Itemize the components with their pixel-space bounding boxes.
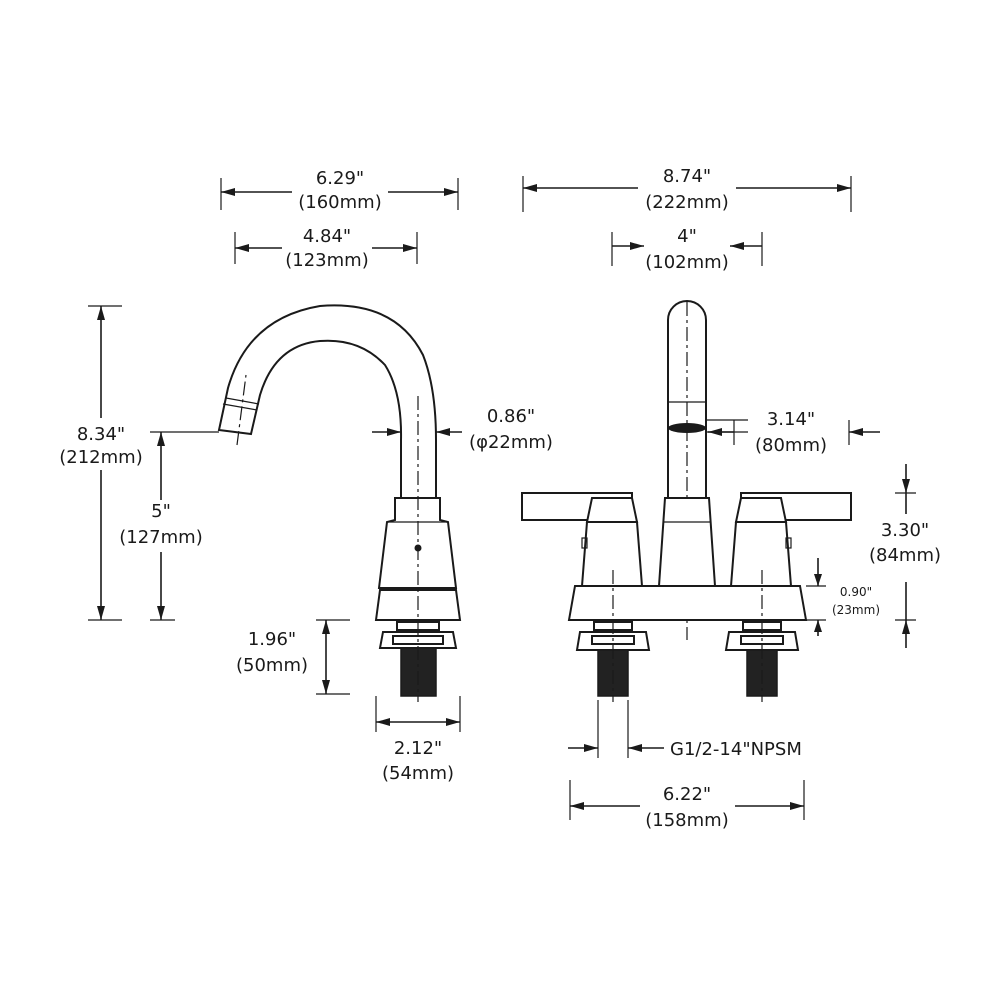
base-width-mm-label: (54mm) [382, 763, 454, 784]
handles-front [521, 492, 852, 523]
dim-base-width: 2.12" (54mm) [375, 696, 461, 784]
deck-height-in-label: 0.90" [840, 585, 872, 599]
spout-offset-in-label: 4" [677, 226, 697, 247]
center-spacing-in-label: 6.22" [663, 784, 711, 805]
dim-spout-offset: 4" (102mm) [611, 226, 763, 273]
dim-handle-offset: 3.14" (80mm) [706, 409, 880, 456]
spout-height-mm-label: (127mm) [119, 527, 202, 548]
front-width-in-label: 8.74" [663, 166, 711, 187]
dim-side-overall-width: 6.29" (160mm) [220, 168, 459, 213]
spout-height-in-label: 5" [151, 501, 171, 522]
dim-total-height: 8.34" (212mm) [59, 305, 143, 621]
dim-spout-height: 5" (127mm) [119, 431, 219, 621]
total-height-in-label: 8.34" [77, 424, 125, 445]
overall-width-in-label: 6.29" [316, 168, 364, 189]
front-view: 8.74" (222mm) 4" (102mm) 3.14" (80mm) [521, 166, 941, 831]
spout-offset-mm-label: (102mm) [645, 252, 728, 273]
overall-width-mm-label: (160mm) [298, 192, 381, 213]
front-width-mm-label: (222mm) [645, 192, 728, 213]
handle-offset-in-label: 3.14" [767, 409, 815, 430]
shank-length-mm-label: (50mm) [236, 655, 308, 676]
deck-height-mm-label: (23mm) [832, 603, 880, 617]
faucet-body-side [374, 396, 462, 702]
dim-center-spacing: 6.22" (158mm) [569, 780, 805, 831]
right-shank-front [724, 570, 800, 702]
dim-thread: G1/2-14"NPSM [568, 700, 802, 760]
side-view: 6.29" (160mm) 4.84" (123mm) 8.34" (212mm… [59, 168, 553, 784]
total-height-mm-label: (212mm) [59, 447, 142, 468]
dim-spout-reach: 4.84" (123mm) [234, 226, 418, 271]
spout-front [667, 300, 707, 640]
left-shank-front [575, 570, 651, 702]
spout-diameter-mm-label: (φ22mm) [469, 432, 553, 453]
handle-height-in-label: 3.30" [881, 520, 929, 541]
handle-height-mm-label: (84mm) [869, 545, 941, 566]
spout-reach-mm-label: (123mm) [285, 250, 368, 271]
spout-reach-in-label: 4.84" [303, 226, 351, 247]
dim-handle-height: 3.30" (84mm) [869, 464, 941, 648]
dim-shank-length: 1.96" (50mm) [236, 619, 350, 695]
spout-side [217, 304, 437, 501]
dim-spout-diameter: 0.86" (φ22mm) [372, 406, 553, 453]
dim-front-overall-width: 8.74" (222mm) [522, 166, 852, 213]
center-spacing-mm-label: (158mm) [645, 810, 728, 831]
faucet-body-front [567, 497, 808, 621]
spout-diameter-in-label: 0.86" [487, 406, 535, 427]
handle-offset-mm-label: (80mm) [755, 435, 827, 456]
thread-spec-label: G1/2-14"NPSM [670, 739, 802, 760]
base-width-in-label: 2.12" [394, 738, 442, 759]
shank-length-in-label: 1.96" [248, 629, 296, 650]
dim-deck-height: 0.90" (23mm) [806, 558, 880, 636]
